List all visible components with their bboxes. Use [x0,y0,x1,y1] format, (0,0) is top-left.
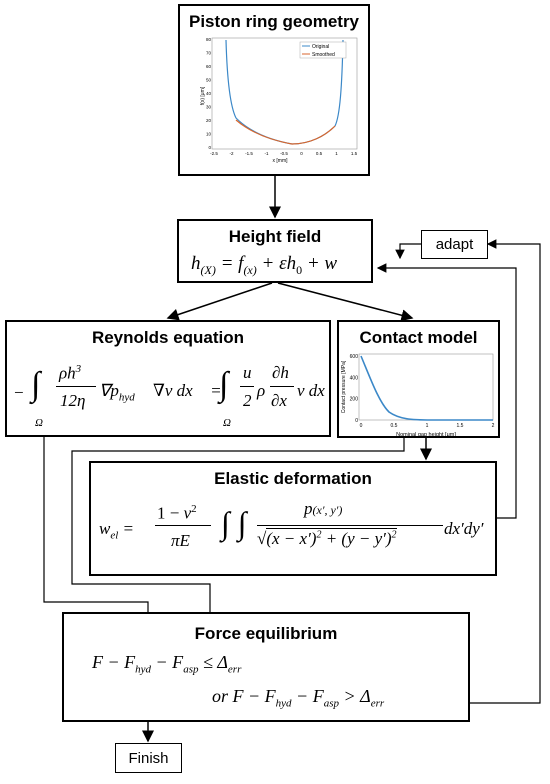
tick-label: 0.5 [316,151,323,156]
tick-label: 1.5 [351,151,358,156]
adapt-box: adapt [421,230,488,259]
force-equilibrium-title: Force equilibrium [194,624,338,643]
contact-x-ticks: 0 0.5 1 1.5 2 [360,423,495,429]
height-field-title: Height field [228,227,322,246]
reynolds-equation-title: Reynolds equation [91,328,245,347]
tick-label: 20 [206,118,212,123]
tick-label: 30 [206,105,212,110]
tick-label: 1 [335,151,338,156]
piston-legend-original: Original [312,44,329,50]
tick-label: -0.5 [280,151,288,156]
tick-label: 0 [355,418,358,424]
piston-legend [299,41,347,59]
contact-ylabel: Contact pressure [MPa] [341,360,347,413]
arrow-force-to-adapt [432,239,541,704]
arrow-contact-to-force [71,438,405,650]
tick-label: -2.5 [210,151,218,156]
tick-label: 200 [350,397,359,403]
tick-label: -1.5 [245,151,253,156]
tick-label: 40 [206,91,212,96]
piston-xlabel: x [mm] [273,158,289,164]
elastic-deformation-title: Elastic deformation [214,469,372,488]
tick-label: 600 [350,354,359,360]
tick-label: 0 [300,151,303,156]
tick-label: 10 [206,132,212,137]
piston-y-ticks: 80 70 60 50 40 30 20 10 0 [206,37,212,150]
tick-label: 1.5 [457,423,464,429]
tick-label: 60 [206,64,212,69]
arrow-elastic-to-height [376,263,517,519]
tick-label: 0 [360,423,363,429]
tick-label: 70 [206,51,212,56]
contact-pressure-curve [360,355,493,421]
finish-box: Finish [115,743,182,773]
elastic-deformation-box: Elastic deformation wel = 1 − ν2 πE ∫ ∫ … [89,461,497,576]
reynolds-equation-box: Reynolds equation − ∫ Ω ρh3 12η ∇phyd ∇v… [5,320,338,437]
arrow-height-to-contact [277,282,414,322]
tick-label: -2 [229,151,233,156]
tick-label: 0.5 [391,423,398,429]
force-condition-not-converged: or F − Fhyd − Fasp > Δerr [212,686,385,710]
piston-ylabel: f(x) [μm] [200,86,206,105]
tick-label: 50 [206,78,212,83]
contact-xlabel: Nominal gap height [μm] [396,432,456,438]
height-field-box: Height field h(X) = f(x) + εh0 + w [177,219,373,283]
tick-label: 0 [208,145,211,150]
arrow-adapt-to-height [395,243,421,260]
piston-ring-plot: 80 70 60 50 40 30 20 10 0 -2.5 -2 -1.5 -1 -0.5 0 0.5 1 1… [200,37,358,164]
force-condition-converged: F − Fhyd − Fasp ≤ Δerr [92,652,242,676]
piston-smoothed-curve [235,119,336,145]
contact-y-ticks: 600 400 200 0 [350,354,359,424]
piston-legend-smoothed: Smoothed [312,52,335,58]
arrow-height-to-reynolds [166,282,273,321]
tick-label: 400 [350,375,359,381]
height-field-equation: h(X) = f(x) + εh0 + w [191,253,338,277]
piston-ring-geometry-title: Piston ring geometry [188,12,360,31]
force-equilibrium-box: Force equilibrium F − Fhyd − Fasp ≤ Δerr… [62,612,470,722]
tick-label: 1 [426,423,429,429]
adapt-label: adapt [435,236,474,253]
piston-x-ticks: -2.5 -2 -1.5 -1 -0.5 0 0.5 1 1.5 [210,151,358,156]
contact-model-box: Contact model 600 400 200 0 0 0.5 1 1.5 2 Nomin… [337,320,500,438]
contact-model-title: Contact model [359,328,478,347]
contact-model-plot: 600 400 200 0 0 0.5 1 1.5 2 Nominal gap height … [341,353,495,438]
tick-label: 80 [206,37,212,42]
tick-label: -1 [264,151,268,156]
tick-label: 2 [492,423,495,429]
finish-label: Finish [128,750,169,767]
